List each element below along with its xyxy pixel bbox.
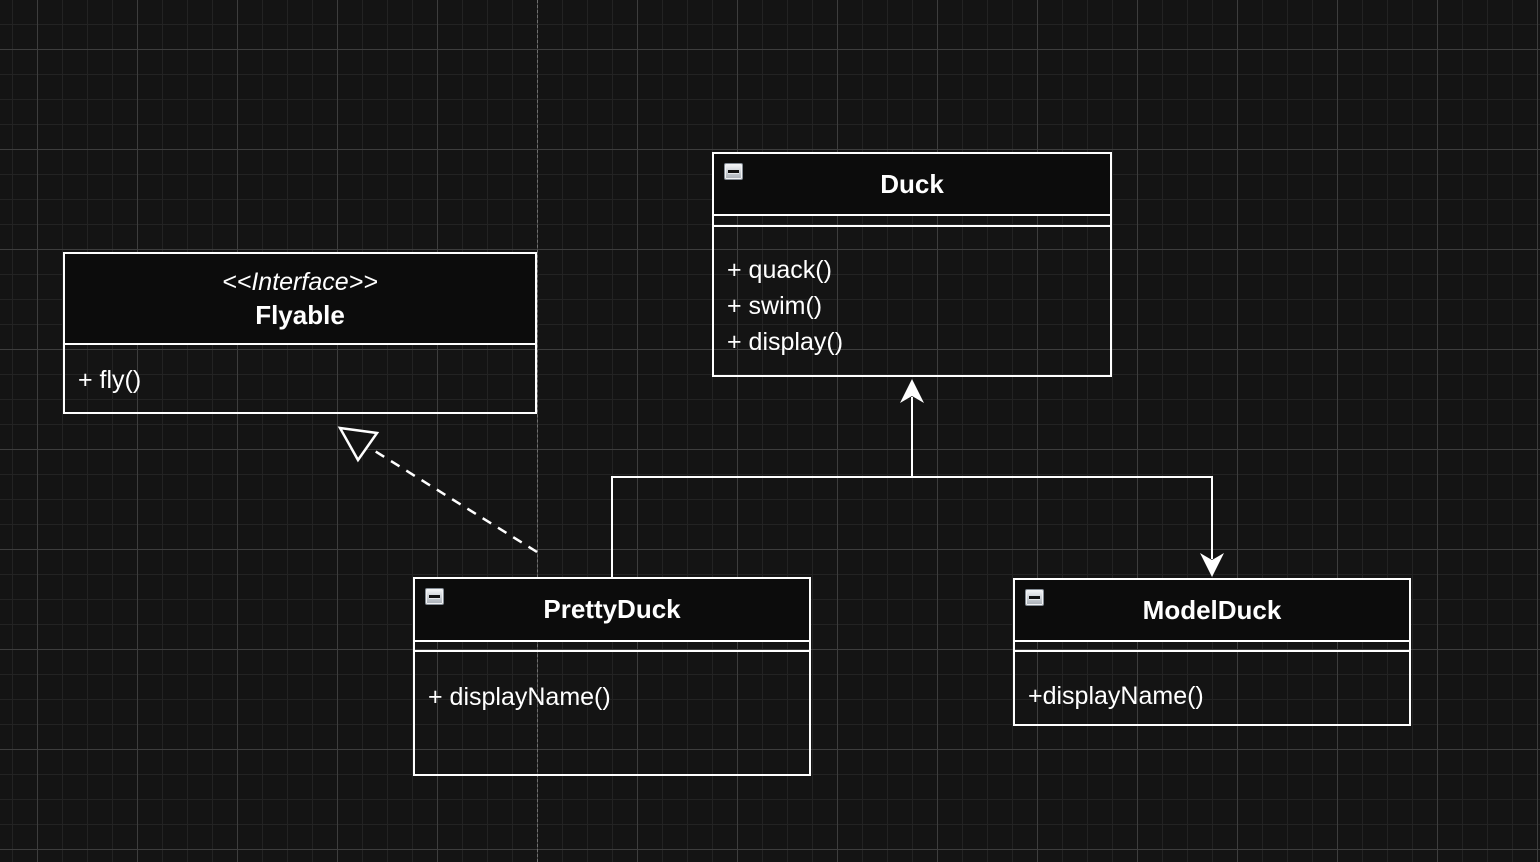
class-name-label: Duck: [880, 168, 944, 199]
method-label: + displayName(): [428, 683, 611, 711]
edge-prettyduck-to-duck[interactable]: [611, 379, 924, 577]
interface-name-label: Flyable: [255, 299, 345, 330]
method-label: + display(): [727, 328, 844, 356]
page-boundary-line: [537, 0, 538, 862]
class-prettyduck-methods: + displayName(): [415, 652, 809, 715]
edge-prettyduck-to-flyable[interactable]: [337, 426, 538, 554]
minus-glyph: [1029, 596, 1040, 599]
class-duck-header: Duck: [714, 154, 1110, 216]
class-prettyduck[interactable]: PrettyDuck + displayName(): [413, 577, 811, 776]
class-prettyduck-header: PrettyDuck: [415, 579, 809, 642]
method-label: + quack(): [727, 256, 832, 284]
interface-flyable[interactable]: <<Interface>> Flyable + fly(): [63, 252, 537, 414]
minus-glyph: [728, 170, 739, 173]
minus-icon[interactable]: [425, 588, 444, 605]
attributes-section-empty: [714, 216, 1110, 227]
class-modelduck-methods: +displayName(): [1015, 652, 1409, 714]
method-label: +displayName(): [1028, 682, 1204, 710]
method-label: + swim(): [727, 292, 823, 320]
method-label: + fly(): [78, 366, 142, 394]
edge-duck-to-modelduck[interactable]: [912, 476, 1224, 577]
minus-glyph: [429, 595, 440, 598]
interface-stereotype-label: <<Interface>>: [222, 267, 378, 296]
interface-flyable-header: <<Interface>> Flyable: [65, 254, 535, 345]
interface-flyable-methods: + fly(): [65, 345, 535, 410]
minus-icon[interactable]: [1025, 589, 1044, 606]
class-name-label: PrettyDuck: [543, 594, 681, 624]
minus-icon[interactable]: [724, 163, 743, 180]
class-modelduck-header: ModelDuck: [1015, 580, 1409, 642]
class-duck[interactable]: Duck + quack() + swim() + display(): [712, 152, 1112, 377]
class-name-label: ModelDuck: [1142, 594, 1282, 625]
class-modelduck[interactable]: ModelDuck +displayName(): [1013, 578, 1411, 726]
attributes-section-empty: [415, 642, 809, 652]
class-duck-methods: + quack() + swim() + display(): [714, 227, 1110, 360]
attributes-section-empty: [1015, 642, 1409, 652]
